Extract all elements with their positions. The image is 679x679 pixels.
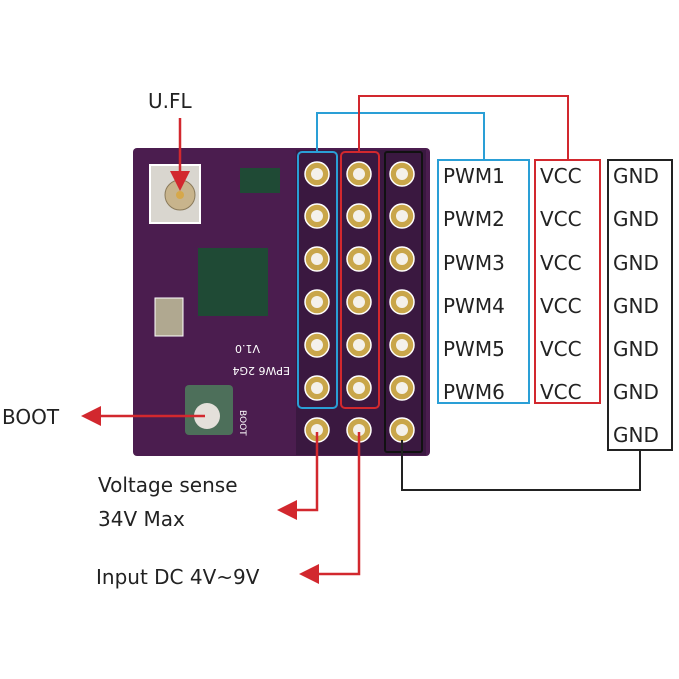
pin-hole	[311, 339, 323, 351]
pwm-label-box	[437, 159, 530, 404]
board-silkscreen-version: V1.0	[235, 342, 260, 355]
gnd-pin-label: GND	[613, 207, 659, 231]
pin-hole	[311, 296, 323, 308]
pwm-pin-label: PWM5	[443, 337, 505, 361]
vcc-label-box	[534, 159, 601, 404]
crystal	[154, 297, 184, 337]
gnd-connector-line	[401, 440, 641, 491]
pwm-pin-label: PWM1	[443, 164, 505, 188]
pin-hole	[311, 253, 323, 265]
header-pins	[304, 161, 415, 443]
input-dc-label: Input DC 4V~9V	[96, 565, 260, 589]
ufl-connector	[149, 164, 201, 224]
vcc-connector-line	[358, 95, 569, 160]
input-dc-arrow	[299, 432, 361, 584]
vcc-pin-label: VCC	[540, 294, 582, 318]
pin-hole	[353, 382, 365, 394]
gnd-pin-label: GND	[613, 423, 659, 447]
vcc-pin-label: VCC	[540, 207, 582, 231]
voltage-sense-label: Voltage sense	[98, 473, 238, 497]
pin-hole	[396, 210, 408, 222]
vcc-pin-label: VCC	[540, 380, 582, 404]
pin-hole	[311, 382, 323, 394]
voltage-sense-max-label: 34V Max	[98, 507, 185, 531]
pin-hole	[353, 424, 365, 436]
pin-hole	[396, 382, 408, 394]
board-silkscreen-name: EPW6 2G4	[233, 364, 290, 377]
pin-hole	[396, 168, 408, 180]
pwm-connector-line	[316, 112, 485, 160]
pin-hole	[396, 253, 408, 265]
board-silkscreen-boot: BOOT	[237, 410, 247, 436]
pwm-pin-label: PWM4	[443, 294, 505, 318]
gnd-label-box	[607, 159, 673, 451]
regulator-chip	[240, 168, 280, 193]
vcc-pin-label: VCC	[540, 337, 582, 361]
boot-label: BOOT	[2, 405, 60, 429]
gnd-pin-label: GND	[613, 251, 659, 275]
pin-hole	[353, 253, 365, 265]
ufl-label: U.FL	[148, 89, 193, 113]
gnd-pin-label: GND	[613, 337, 659, 361]
pin-hole	[396, 424, 408, 436]
pwm-pin-label: PWM2	[443, 207, 505, 231]
pin-hole	[353, 168, 365, 180]
gnd-pin-label: GND	[613, 380, 659, 404]
gnd-pin-label: GND	[613, 164, 659, 188]
pwm-pin-label: PWM3	[443, 251, 505, 275]
boot-button[interactable]	[185, 385, 233, 435]
pin-hole	[396, 339, 408, 351]
pin-hole	[311, 210, 323, 222]
gnd-pin-box	[384, 151, 423, 453]
voltage-sense-arrow	[277, 432, 319, 520]
vcc-pin-label: VCC	[540, 164, 582, 188]
pin-hole	[311, 424, 323, 436]
pin-hole	[353, 210, 365, 222]
pin-hole	[311, 168, 323, 180]
mcu-chip	[198, 248, 268, 316]
vcc-pin-label: VCC	[540, 251, 582, 275]
pin-hole	[353, 296, 365, 308]
pwm-pin-label: PWM6	[443, 380, 505, 404]
pin-hole	[396, 296, 408, 308]
pin-hole	[353, 339, 365, 351]
gnd-pin-label: GND	[613, 294, 659, 318]
